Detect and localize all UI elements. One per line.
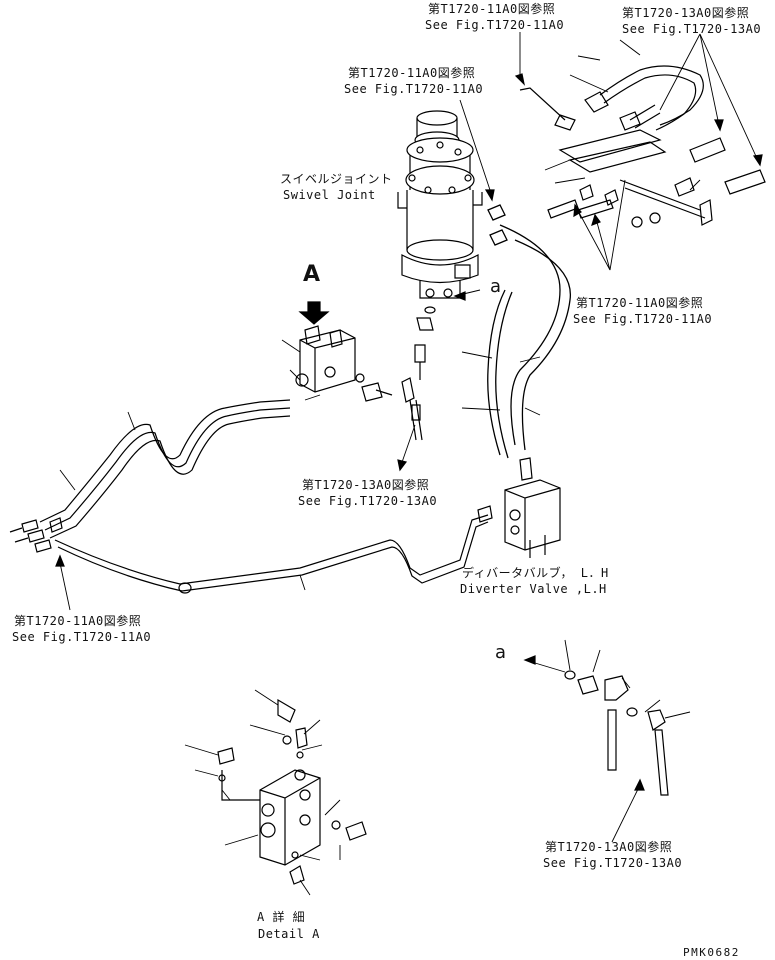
arrowheads — [55, 73, 763, 791]
diverter-valve-label-en: Diverter Valve ,L.H — [460, 582, 607, 596]
top-right-parts — [519, 65, 766, 228]
ref-top-right-en: See Fig.T1720-13A0 — [622, 22, 762, 36]
ref-right-mid-jp: 第T1720-11A0図参照 — [576, 296, 704, 310]
hoses-to-diverter — [487, 204, 571, 459]
ref-left-low-jp: 第T1720-11A0図参照 — [14, 614, 142, 628]
detail-a-drawing — [217, 698, 367, 885]
connection-a-marker-top: a — [490, 276, 502, 297]
detail-a-title-jp: A 詳 細 — [257, 910, 306, 924]
ref-bottom-right-en: See Fig.T1720-13A0 — [543, 856, 683, 870]
swivel-joint-label-en: Swivel Joint — [283, 188, 376, 202]
ref-top-right-jp: 第T1720-13A0図参照 — [622, 6, 750, 20]
tube-bundle-left — [9, 399, 291, 553]
detail-a-title-en: Detail A — [258, 927, 320, 941]
ref-bottom-right-jp: 第T1720-13A0図参照 — [545, 840, 673, 854]
view-a-arrow — [298, 301, 330, 325]
ref-top-center-jp: 第T1720-11A0図参照 — [428, 2, 556, 16]
view-a-marker: A — [303, 262, 321, 287]
pipe-to-diverter — [54, 514, 489, 594]
swivel-fittings — [361, 306, 436, 441]
ref-left-low-en: See Fig.T1720-11A0 — [12, 630, 152, 644]
bottom-right-parts — [564, 670, 669, 796]
ref-mid-center-jp: 第T1720-11A0図参照 — [348, 66, 476, 80]
diverter-valve-label-jp: ディバータバルブ， L．H — [462, 566, 609, 580]
ref-right-mid-en: See Fig.T1720-11A0 — [573, 312, 713, 326]
ref-mid-center-en: See Fig.T1720-11A0 — [344, 82, 484, 96]
diverter-valve-drawing — [477, 457, 561, 558]
connection-a-marker-bottom: a — [495, 642, 507, 663]
swivel-joint-label-jp: スイベルジョイント — [280, 172, 393, 186]
drawing-code: PMK0682 — [683, 946, 740, 959]
ref-center-low-en: See Fig.T1720-13A0 — [298, 494, 438, 508]
ref-center-low-jp: 第T1720-13A0図参照 — [302, 478, 430, 492]
swivel-joint-drawing — [397, 110, 483, 299]
leader-lines — [59, 32, 761, 896]
ref-top-center-en: See Fig.T1720-11A0 — [425, 18, 565, 32]
valve-block-a — [295, 325, 365, 393]
